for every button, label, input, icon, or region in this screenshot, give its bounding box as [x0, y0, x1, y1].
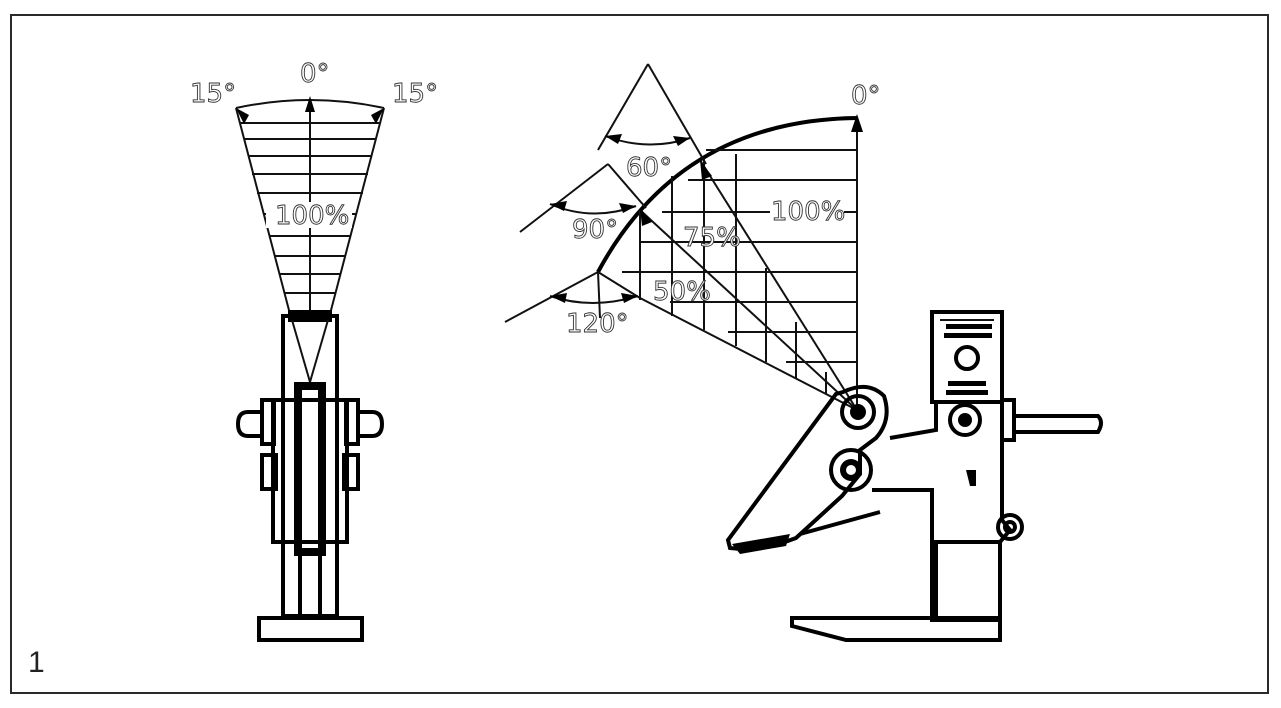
front-capacity-label: 100%: [275, 201, 349, 231]
clamp-side-body: [725, 310, 1103, 642]
clamp-front-body: [235, 310, 385, 642]
front-angle-center-label: 0°: [300, 59, 330, 89]
side-capacity-75-label: 75%: [683, 223, 741, 253]
front-angle-left-label: 15°: [190, 79, 236, 109]
side-angle-60-label: 60°: [626, 153, 672, 183]
side-capacity-100-label: 100%: [771, 197, 845, 227]
side-view: 0° 60° 90° 120° 100% 75% 50%: [504, 63, 1103, 642]
front-angle-right-label: 15°: [392, 79, 438, 109]
side-capacity-50-label: 50%: [653, 277, 711, 307]
side-angle-120-label: 120°: [566, 309, 629, 339]
figure-frame: [10, 14, 1269, 694]
side-angle-top-label: 0°: [851, 81, 881, 111]
figure-number: 1: [28, 646, 45, 679]
front-view: 15° 0° 15° 100%: [190, 59, 439, 642]
side-load-zone: [504, 63, 863, 411]
side-angle-90-label: 90°: [572, 215, 618, 245]
